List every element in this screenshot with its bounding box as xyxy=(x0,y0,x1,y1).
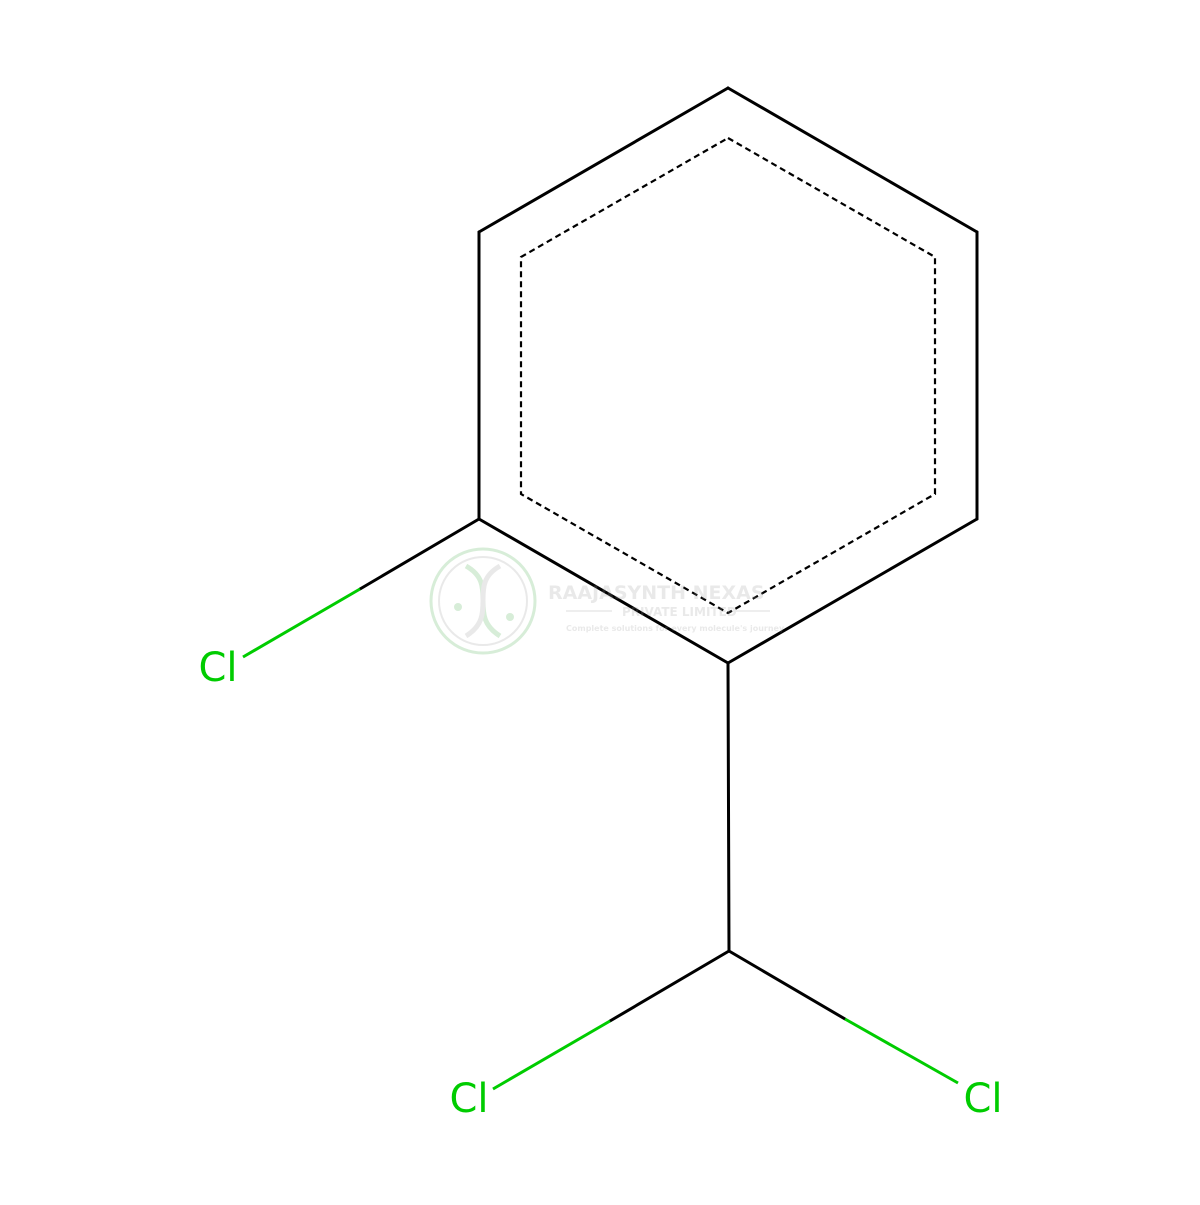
bond-c-cl-green xyxy=(242,587,361,659)
ring-bond-bottom-left xyxy=(477,517,730,665)
watermark-name: RAAJASYNTH NEXAS xyxy=(548,582,765,604)
bond-ch-cl-right-green xyxy=(844,1017,959,1085)
chlorine-label-left: Cl xyxy=(449,1076,488,1122)
chlorine-label-ring: Cl xyxy=(198,645,237,691)
bond-c-cl-black xyxy=(358,517,481,591)
watermark: RAAJASYNTH NEXAS PRIVATE LIMITED Complet… xyxy=(429,547,785,655)
bond-ch-cl-left-black xyxy=(608,949,731,1023)
benzene-ring xyxy=(477,86,979,665)
bond-ch-cl-right-black xyxy=(727,949,847,1021)
ring-chlorine-bond xyxy=(242,517,481,659)
bond-ch-cl-left-green xyxy=(492,1019,611,1091)
bond-ring-ch xyxy=(726,661,731,953)
chlorine-label-right: Cl xyxy=(963,1076,1002,1122)
watermark-tagline: Complete solutions for every molecule's … xyxy=(566,624,785,633)
ring-bond-top-left xyxy=(477,86,730,234)
watermark-subtitle: PRIVATE LIMITED xyxy=(622,605,737,619)
aromatic-inner-ring xyxy=(519,136,937,615)
watermark-logo-icon xyxy=(429,547,537,655)
dichloromethyl-bonds xyxy=(492,949,959,1091)
ring-bond-top-right xyxy=(726,86,979,234)
ring-bond-bottom-right xyxy=(726,517,979,665)
